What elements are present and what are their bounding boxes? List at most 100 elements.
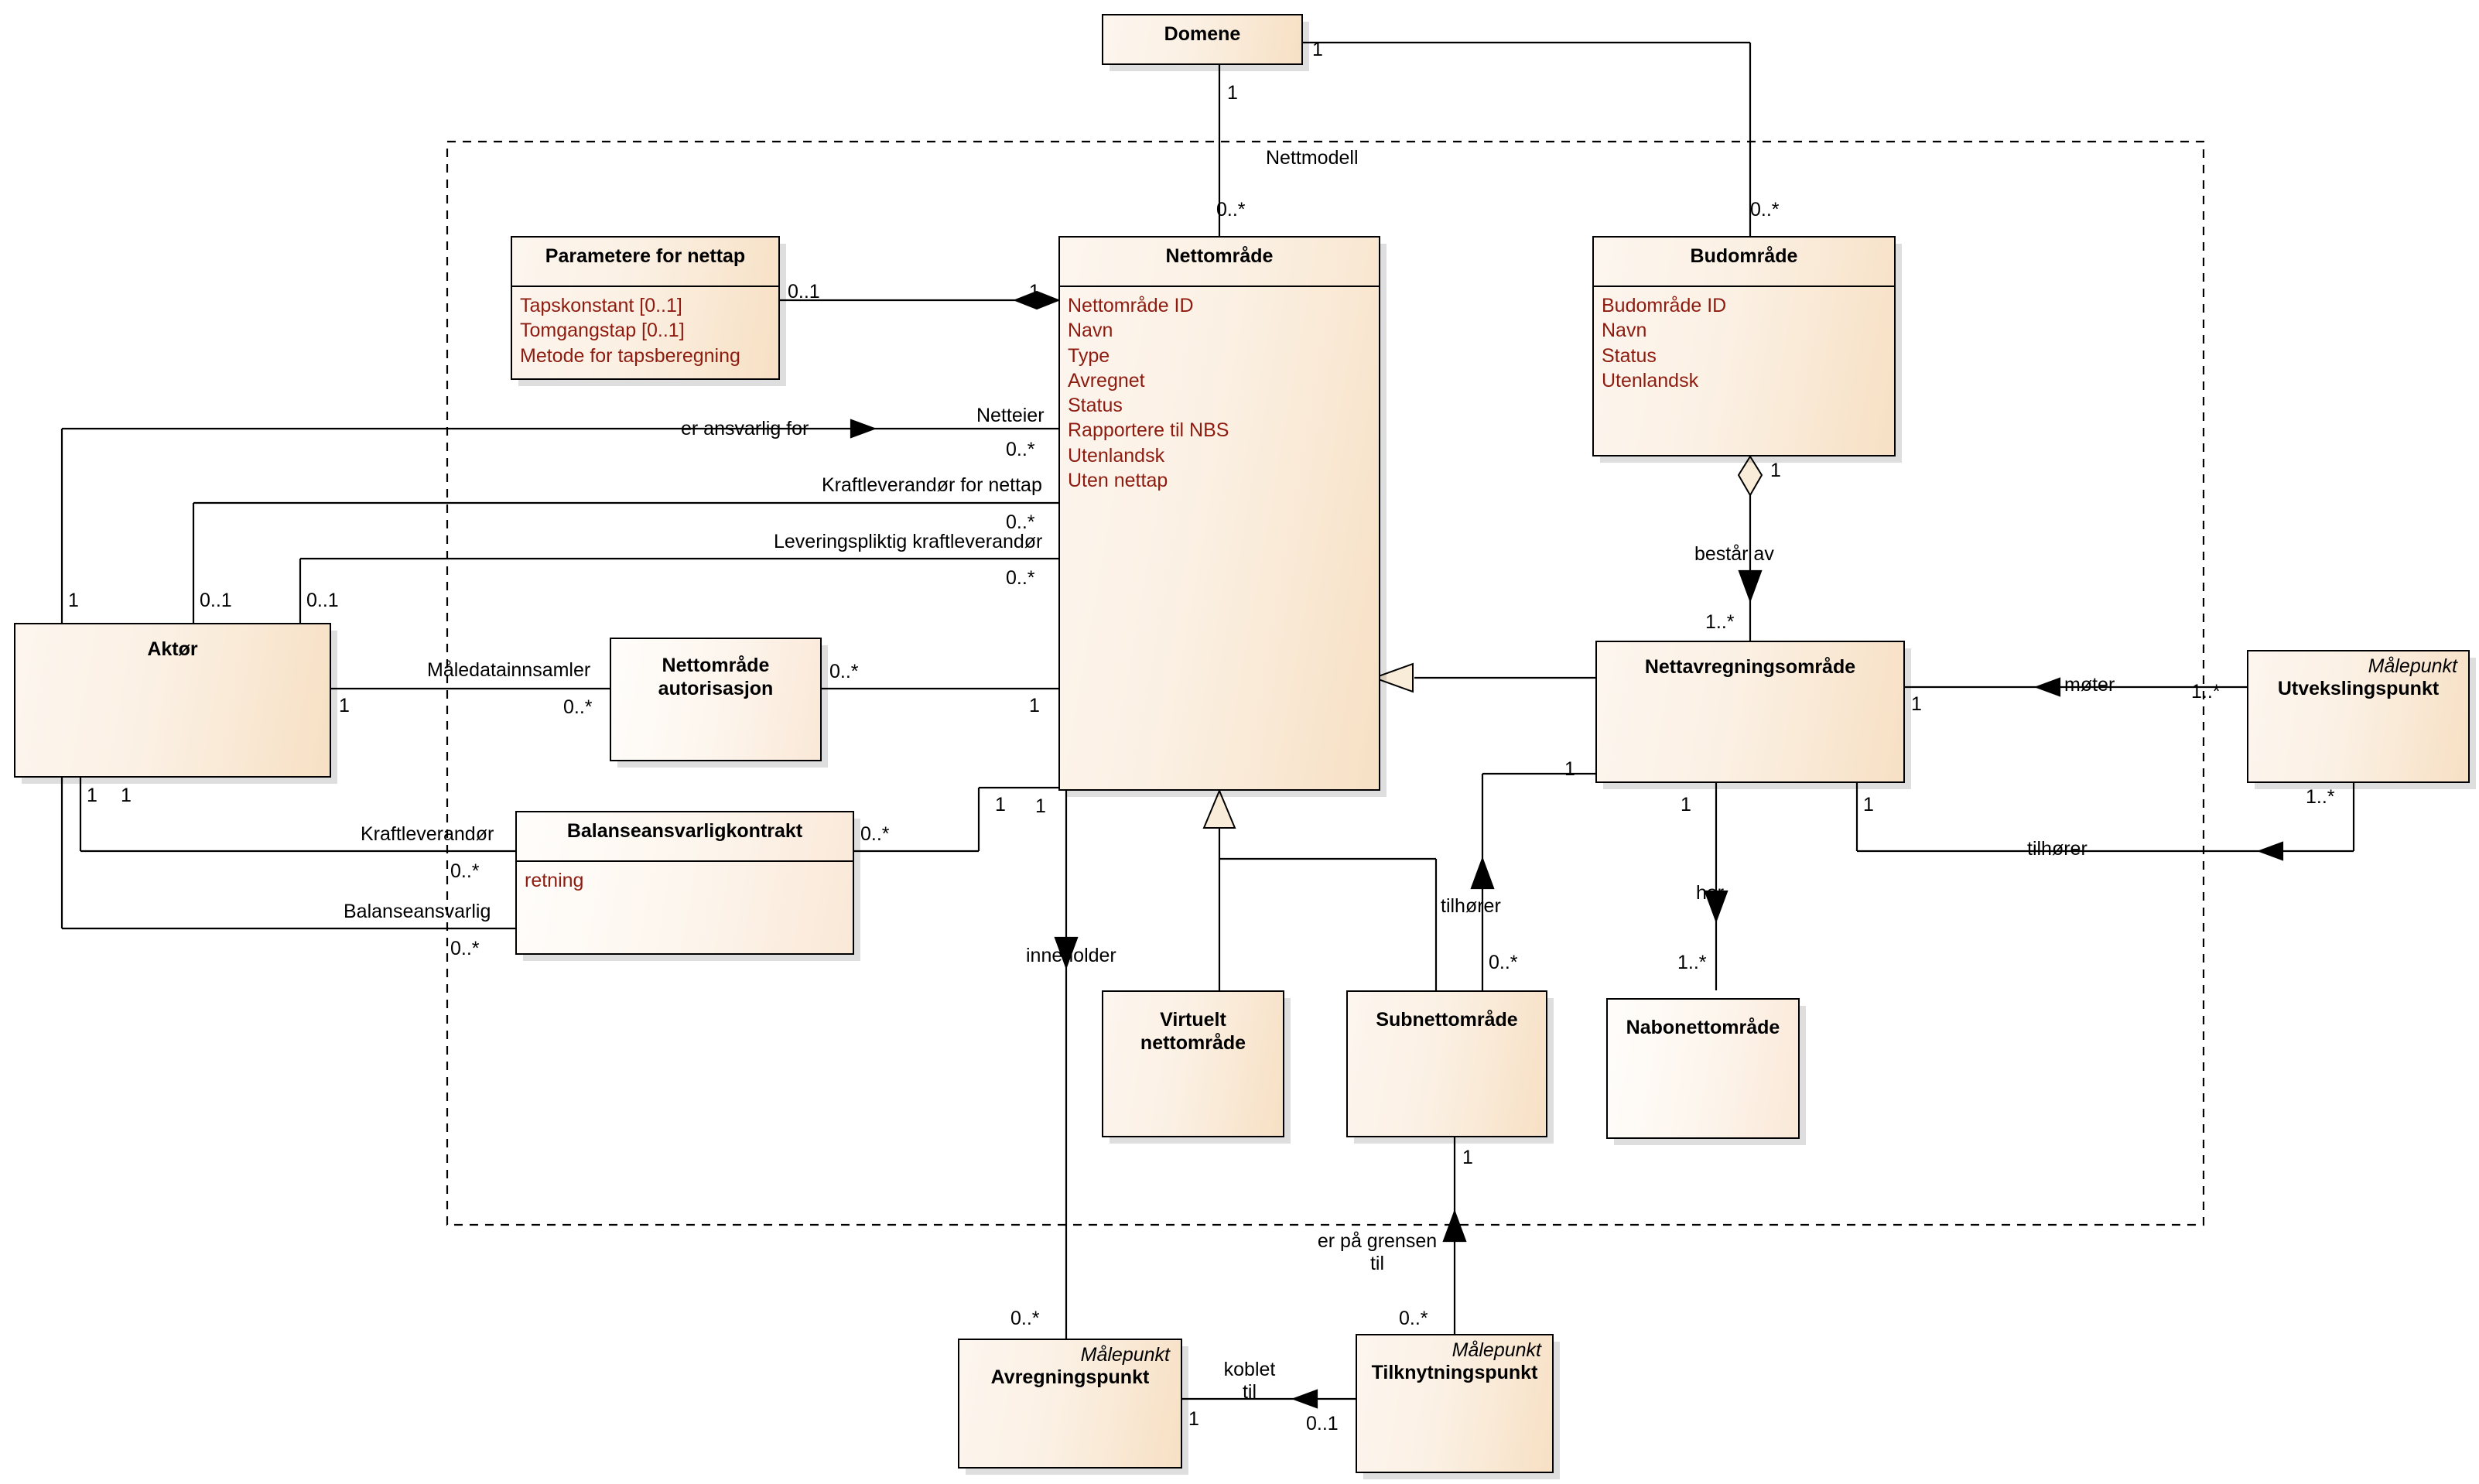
attribute: Tapskonstant [0..1] bbox=[520, 295, 682, 316]
class-budomrade-attributes: Budområde ID Navn Status Utenlandsk bbox=[1594, 287, 1894, 393]
title-line-2: nettområde bbox=[1140, 1031, 1246, 1054]
class-avregningspunkt-stereotype: Målepunkt bbox=[1080, 1344, 1170, 1366]
attribute: retning bbox=[525, 870, 584, 891]
mult-balanseansvarlig-kontrakt: 0..* bbox=[450, 938, 480, 959]
class-utvekslingspunkt-title: Utvekslingspunkt bbox=[2277, 677, 2440, 699]
class-virtuelt-nettomrade-title: Virtuelt nettområde bbox=[1103, 992, 1283, 1055]
label-line-2: til bbox=[1369, 1252, 1385, 1274]
mult-utvekslingspunkt-bottom: 1..* bbox=[2306, 786, 2335, 808]
label-line-1: er på grensen bbox=[1317, 1230, 1438, 1252]
attribute: Utenlandsk bbox=[1602, 369, 1699, 392]
class-virtuelt-nettomrade[interactable]: Virtuelt nettområde bbox=[1102, 990, 1284, 1137]
class-avregningspunkt[interactable]: Målepunkt Avregningspunkt bbox=[958, 1339, 1182, 1469]
attribute: Utenlandsk bbox=[1068, 444, 1165, 467]
label-bestar-av: består av bbox=[1694, 543, 1774, 565]
mult-nettomrade-left-param: 1 bbox=[1029, 281, 1040, 303]
mult-tilknytningspunkt-top: 0..* bbox=[1399, 1308, 1428, 1329]
mult-nettomrade-autorisasjon: 1 bbox=[1029, 695, 1040, 716]
mult-budomrade-top: 0..* bbox=[1750, 199, 1780, 221]
mult-domene-left: 1 bbox=[1312, 39, 1323, 60]
title-line-1: Nettområde bbox=[662, 655, 770, 676]
mult-parametere-right: 0..1 bbox=[788, 281, 820, 303]
attribute: Status bbox=[1602, 344, 1657, 367]
class-subnettomrade[interactable]: Subnettområde bbox=[1346, 990, 1547, 1137]
class-balanseansvarligkontrakt-title: Balanseansvarligkontrakt bbox=[517, 812, 853, 862]
class-parametere-title: Parametere for nettap bbox=[512, 238, 778, 287]
attribute: Avregnet bbox=[1068, 369, 1145, 392]
label-balanseansvarlig: Balanseansvarlig bbox=[344, 901, 491, 922]
class-domene[interactable]: Domene bbox=[1102, 14, 1303, 65]
label-tilhorer-subnettomrade: tilhører bbox=[1441, 895, 1501, 917]
mult-aktor-kraftleverandor: 1 bbox=[87, 785, 97, 806]
mult-kraftleverandor-for-nettap: 0..* bbox=[1006, 511, 1035, 533]
class-nabonettomrade-title: Nabonettområde bbox=[1626, 1017, 1780, 1038]
attribute: Navn bbox=[1602, 320, 1647, 342]
label-kraftleverandor-for-nettap: Kraftleverandør for nettap bbox=[822, 474, 1042, 496]
attribute: Status bbox=[1068, 395, 1123, 416]
class-aktor[interactable]: Aktør bbox=[14, 623, 331, 778]
attribute: Navn bbox=[1068, 320, 1113, 342]
label-har: har bbox=[1696, 882, 1725, 904]
attribute: Budområde ID bbox=[1602, 295, 1727, 316]
label-kraftleverandor: Kraftleverandør bbox=[361, 823, 494, 845]
class-nettomrade-attributes: Nettområde ID Navn Type Avregnet Status … bbox=[1060, 287, 1379, 493]
label-leveringspliktig-kraftleverandor: Leveringspliktig kraftleverandør bbox=[774, 531, 1043, 552]
class-utvekslingspunkt[interactable]: Målepunkt Utvekslingspunkt bbox=[2247, 650, 2470, 783]
mult-nettavregning-har: 1 bbox=[1681, 794, 1691, 816]
class-avregningspunkt-title: Avregningspunkt bbox=[990, 1366, 1150, 1388]
class-tilknytningspunkt-title: Tilknytningspunkt bbox=[1371, 1361, 1538, 1383]
class-nettomrade-autorisasjon[interactable]: Nettområde autorisasjon bbox=[610, 638, 822, 761]
mult-autorisasjon-right: 0..* bbox=[829, 661, 859, 682]
mult-nettavregning-tilhorer-left: 1 bbox=[1564, 758, 1575, 780]
class-tilknytningspunkt[interactable]: Målepunkt Tilknytningspunkt bbox=[1356, 1334, 1554, 1473]
class-nettavregningsomrade[interactable]: Nettavregningsområde bbox=[1595, 641, 1905, 783]
label-er-ansvarlig-for: er ansvarlig for bbox=[681, 418, 809, 439]
label-inneholder: inneholder bbox=[1026, 945, 1116, 966]
label-koblet-til: koblet til bbox=[1207, 1359, 1292, 1404]
mult-nettavregning-moter: 1 bbox=[1911, 693, 1922, 715]
mult-nettomrade-kontrakt: 1 bbox=[995, 794, 1006, 816]
class-nettomrade[interactable]: Nettområde Nettområde ID Navn Type Avreg… bbox=[1058, 236, 1380, 791]
label-nettmodell: Nettmodell bbox=[1266, 147, 1359, 169]
mult-tilhorer-subnettomrade: 0..* bbox=[1489, 952, 1518, 973]
mult-autorisasjon-left: 0..* bbox=[563, 696, 593, 718]
mult-nettavregning-top: 1..* bbox=[1705, 611, 1735, 633]
mult-subnettomrade-bottom: 1 bbox=[1462, 1147, 1473, 1168]
class-utvekslingspunkt-stereotype: Målepunkt bbox=[2368, 655, 2457, 677]
attribute: Uten nettap bbox=[1068, 469, 1168, 491]
mult-aktor-netteier: 1 bbox=[68, 590, 79, 611]
mult-utvekslingspunkt-left: 1..* bbox=[2191, 681, 2221, 703]
mult-tilknytningspunkt-koblet: 0..1 bbox=[1306, 1413, 1339, 1434]
mult-nettavregning-tilhorer: 1 bbox=[1863, 794, 1874, 816]
mult-domene-bottom: 1 bbox=[1227, 82, 1238, 104]
class-nabonettomrade[interactable]: Nabonettområde bbox=[1606, 998, 1800, 1139]
attribute: Rapportere til NBS bbox=[1068, 419, 1229, 442]
mult-aktor-kraftlev-nettap: 0..1 bbox=[200, 590, 232, 611]
class-balanseansvarligkontrakt-attributes: retning bbox=[517, 862, 853, 893]
mult-netteier: 0..* bbox=[1006, 439, 1035, 460]
attribute: Type bbox=[1068, 344, 1110, 367]
mult-aktor-maledata: 1 bbox=[339, 695, 350, 716]
mult-nettomrade-inneholder: 1 bbox=[1035, 795, 1046, 817]
title-line-1: Virtuelt bbox=[1160, 1009, 1226, 1031]
mult-kraftleverandor-kontrakt: 0..* bbox=[450, 860, 480, 882]
class-nettavregningsomrade-title: Nettavregningsområde bbox=[1644, 656, 1856, 678]
mult-budomrade-bestar: 1 bbox=[1770, 460, 1781, 481]
mult-aktor-leveringspliktig: 0..1 bbox=[306, 590, 339, 611]
class-parametere-for-nettap[interactable]: Parametere for nettap Tapskonstant [0..1… bbox=[511, 236, 780, 380]
label-netteier: Netteier bbox=[976, 405, 1045, 426]
title-line-2: autorisasjon bbox=[658, 677, 774, 699]
class-nettomrade-autorisasjon-title: Nettområde autorisasjon bbox=[611, 639, 820, 700]
label-line-2: til bbox=[1242, 1380, 1257, 1403]
class-budomrade-title: Budområde bbox=[1594, 238, 1894, 287]
mult-har-nabonettomrade: 1..* bbox=[1677, 952, 1707, 973]
attribute: Metode for tapsberegning bbox=[520, 344, 740, 367]
mult-aktor-balanseansvarlig: 1 bbox=[121, 785, 132, 806]
label-er-pa-grensen-til: er på grensen til bbox=[1300, 1230, 1455, 1275]
class-parametere-attributes: Tapskonstant [0..1] Tomgangstap [0..1] M… bbox=[512, 287, 778, 368]
class-budomrade[interactable]: Budområde Budområde ID Navn Status Utenl… bbox=[1592, 236, 1896, 456]
class-balanseansvarligkontrakt[interactable]: Balanseansvarligkontrakt retning bbox=[515, 811, 854, 955]
mult-nettomrade-top: 0..* bbox=[1216, 199, 1246, 221]
